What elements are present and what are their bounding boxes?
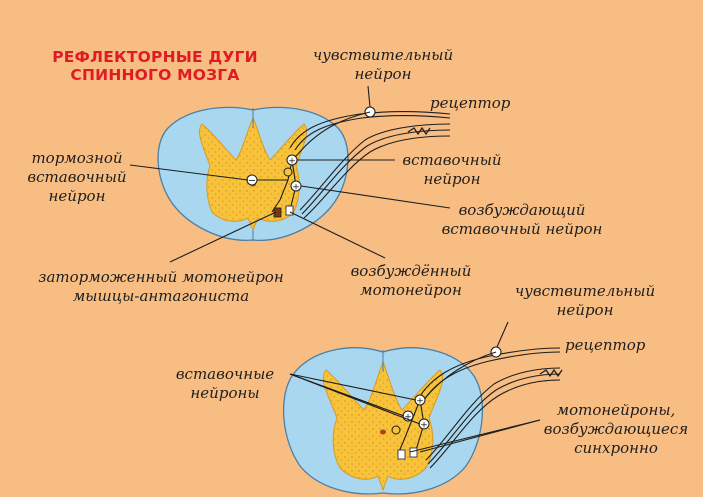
synapse-sign-plus: +	[288, 157, 296, 167]
nerve-roots-top	[289, 111, 451, 219]
label-inhibitory-interneuron: тормозной вставочный нейрон	[27, 149, 127, 205]
receptor-ending	[407, 126, 431, 136]
pointer-lines-top	[129, 85, 451, 263]
synapse-sign-plus: +	[416, 397, 424, 407]
label-excited-motoneuron: возбуждённый мотонейрон	[350, 262, 472, 299]
label-receptor-bottom: рецептор	[565, 336, 646, 354]
label-sensory-neuron-top: чувствительный нейрон	[312, 46, 454, 83]
synapse-sign-plus: +	[292, 183, 300, 193]
label-interneuron-top: вставочный нейрон	[402, 151, 502, 188]
synapse-markers-bottom	[391, 394, 430, 460]
label-interneurons-bottom: вставочные нейроны	[175, 365, 275, 402]
central-canal	[380, 429, 386, 435]
title-line-2: СПИННОГО МОЗГА	[70, 66, 240, 84]
label-inhibited-motoneuron: заторможенный мотонейрон мышцы-антагонис…	[38, 268, 284, 305]
receptor-ending	[539, 368, 563, 378]
label-excitatory-interneuron: возбуждающий вставочный нейрон	[441, 201, 603, 238]
title-line-1: РЕФЛЕКТОРНЫЕ ДУГИ	[52, 48, 258, 66]
spinal-cord-section-bottom	[282, 347, 484, 495]
label-receptor-top: рецептор	[430, 94, 511, 112]
label-motoneurons-bottom: мотонейроны, возбуждающиеся синхронно	[543, 401, 689, 457]
pointer-lines-bottom	[289, 321, 541, 453]
synapse-sign-plus: +	[420, 421, 428, 431]
diagram-title: РЕФЛЕКТОРНЫЕ ДУГИ СПИННОГО МОЗГА	[40, 48, 270, 84]
synapse-sign-plus: +	[404, 413, 412, 423]
label-sensory-neuron-bottom: чувствительный нейрон	[514, 282, 656, 319]
synapse-sign-minus: −	[248, 176, 256, 187]
spinal-cord-section-top	[157, 106, 349, 241]
